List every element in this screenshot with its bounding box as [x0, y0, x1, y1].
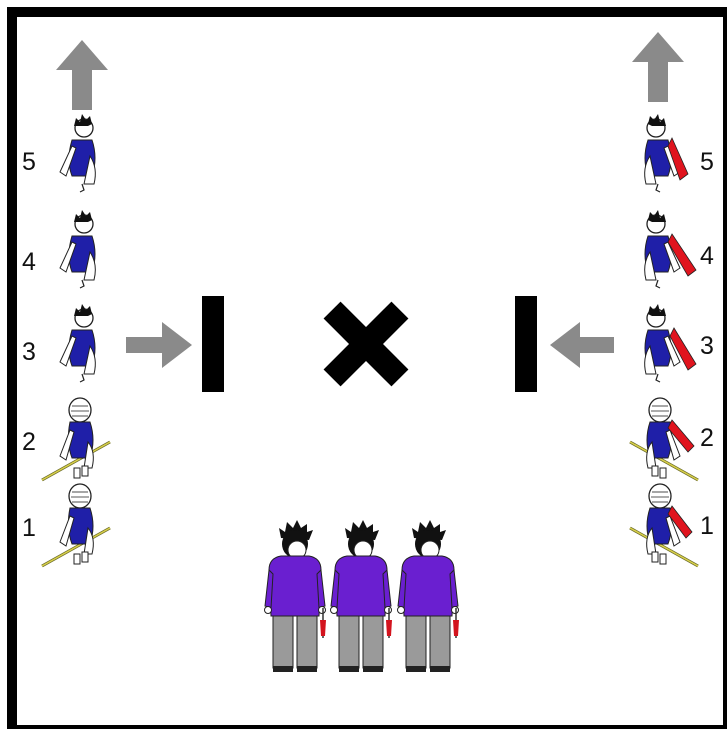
- left-start-line: [202, 296, 224, 392]
- right-player-1: 1: [628, 482, 714, 568]
- right-player-number: 1: [700, 512, 714, 540]
- left-player-number: 3: [22, 338, 36, 366]
- left-player-4: 4: [22, 209, 96, 289]
- right-entry-arrow-icon: [550, 322, 614, 368]
- referee-left: [263, 519, 327, 673]
- court-boundary: [7, 7, 727, 729]
- left-player-2: 2: [22, 396, 112, 482]
- right-player-4: 4: [644, 209, 714, 289]
- right-team: 5 4 3 2 1: [628, 113, 714, 568]
- right-advance-arrow-icon: [632, 32, 684, 102]
- right-start-line: [515, 296, 537, 392]
- right-player-number: 5: [700, 148, 714, 176]
- left-player-3: 3: [22, 303, 96, 383]
- referees: [263, 519, 460, 673]
- left-advance-arrow-icon: [56, 40, 108, 110]
- left-player-number: 2: [22, 428, 36, 456]
- x-mark-icon: [323, 301, 409, 387]
- right-player-number: 2: [700, 424, 714, 452]
- right-player-number: 3: [700, 332, 714, 360]
- right-player-3: 3: [644, 303, 714, 383]
- right-player-number: 4: [700, 242, 714, 270]
- referee-center: [329, 519, 393, 673]
- right-player-5: 5: [644, 113, 714, 193]
- left-player-1: 1: [22, 482, 112, 568]
- left-entry-arrow-icon: [126, 322, 192, 368]
- left-player-number: 5: [22, 148, 36, 176]
- left-team: 5 4 3 2 1: [22, 113, 112, 568]
- left-player-number: 4: [22, 248, 36, 276]
- left-player-5: 5: [22, 113, 96, 193]
- referee-right: [396, 519, 460, 673]
- left-player-number: 1: [22, 514, 36, 542]
- right-player-2: 2: [628, 396, 714, 482]
